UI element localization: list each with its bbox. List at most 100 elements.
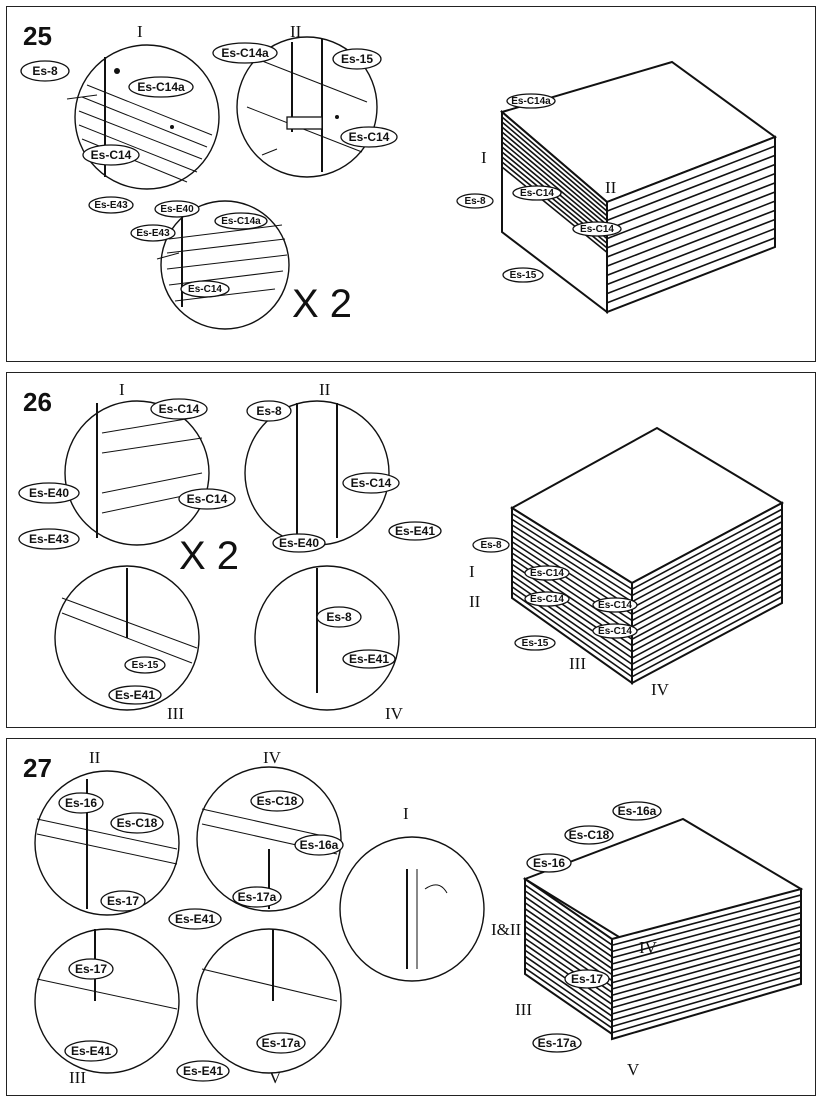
overview-label-i: I [469,562,475,581]
part-label-ese40: Es-E40 [18,482,80,504]
part-label-es16: Es-16 [58,792,104,814]
overview-label-ii: II [605,178,617,197]
svg-text:Es-8: Es-8 [256,404,282,418]
detail-label-i: I [119,380,125,399]
overview-label-es8: Es-8 [472,537,510,553]
step-27-panel: 27 II IV I III V Es-16 Es-C18 Es-17 Es-C… [6,738,816,1096]
shed-overview [499,60,778,315]
part-label-ese43: Es-E43 [88,196,134,214]
svg-text:Es-C18: Es-C18 [257,794,298,808]
svg-text:Es-E43: Es-E43 [94,200,128,211]
svg-text:Es-16a: Es-16a [618,804,657,818]
overview-label-esc14: Es-C14 [524,591,570,607]
detail-circle-iii [54,565,200,711]
part-label-ese40: Es-E40 [154,200,200,218]
detail-label-iii: III [69,1068,86,1087]
part-label-es15: Es-15 [124,656,166,674]
step-27-diagram: 27 II IV I III V Es-16 Es-C18 Es-17 Es-C… [23,748,804,1087]
overview-label-es15: Es-15 [514,635,556,651]
part-label-es8: Es-8 [20,60,70,82]
part-label-es8: Es-8 [316,606,362,628]
overview-label-iii: III [515,1000,532,1019]
part-label-ese43: Es-E43 [130,224,176,242]
step-25-panel: 25 I II Es-8 Es-C14a Es-C14 E [6,6,816,362]
svg-text:Es-8: Es-8 [464,196,486,207]
svg-text:Es-C14: Es-C14 [520,188,554,199]
svg-text:Es-8: Es-8 [480,540,502,551]
svg-text:Es-16a: Es-16a [300,838,339,852]
svg-text:Es-C14: Es-C14 [91,148,132,162]
svg-text:Es-E40: Es-E40 [29,486,69,500]
part-label-ese41: Es-E41 [64,1040,118,1062]
step-25-diagram: 25 I II Es-8 Es-C14a Es-C14 E [20,21,778,330]
part-label-esc14: Es-C14 [82,144,140,166]
svg-text:Es-C14: Es-C14 [188,284,222,295]
svg-text:Es-C14a: Es-C14a [221,216,261,227]
part-label-es15: Es-15 [332,48,382,70]
svg-text:Es-E43: Es-E43 [29,532,69,546]
svg-text:Es-C14: Es-C14 [598,600,632,611]
svg-text:Es-E43: Es-E43 [136,228,170,239]
step-number: 27 [23,753,52,783]
overview-label-esc18: Es-C18 [564,825,614,845]
overview-label-v: V [627,1060,640,1079]
svg-text:Es-C18: Es-C18 [569,828,610,842]
svg-text:Es-C14: Es-C14 [598,626,632,637]
svg-text:Es-E41: Es-E41 [115,688,155,702]
detail-label-ii: II [319,380,331,399]
detail-circle-iv [254,565,400,711]
svg-text:Es-8: Es-8 [326,610,352,624]
part-label-esc14a: Es-C14a [212,42,278,64]
part-label-es17: Es-17 [68,958,114,980]
part-label-esc14a: Es-C14a [128,76,194,98]
detail-circle-v [196,928,342,1074]
overview-label-ii: II [469,592,481,611]
step-number: 26 [23,387,52,417]
part-label-esc14a: Es-C14a [214,212,268,230]
part-label-esc14: Es-C14 [178,488,236,510]
detail-label-iv: IV [385,704,404,723]
detail-circle-i [66,44,220,190]
overview-label-iii: III [569,654,586,673]
detail-circle-ii [236,36,378,178]
overview-label-es15: Es-15 [502,267,544,283]
svg-text:Es-17a: Es-17a [262,1036,301,1050]
svg-text:Es-15: Es-15 [341,52,373,66]
svg-text:Es-C14: Es-C14 [530,594,564,605]
detail-circle-i [339,836,485,982]
svg-text:Es-C14a: Es-C14a [221,46,269,60]
overview-label-esc14: Es-C14 [572,221,622,237]
overview-label-es17a: Es-17a [532,1033,582,1053]
svg-text:Es-15: Es-15 [132,660,159,671]
overview-label-es17: Es-17 [564,969,610,989]
svg-text:Es-17: Es-17 [75,962,107,976]
svg-text:Es-E41: Es-E41 [175,912,215,926]
detail-label-i: I [403,804,409,823]
part-label-esc14: Es-C14 [342,472,400,494]
svg-text:Es-C14: Es-C14 [349,130,390,144]
part-label-ese41: Es-E41 [176,1060,230,1082]
multiplier-text: X 2 [179,534,239,578]
svg-text:Es-E40: Es-E40 [279,536,319,550]
svg-text:Es-E41: Es-E41 [395,524,435,538]
overview-label-i: I [481,148,487,167]
svg-text:Es-C18: Es-C18 [117,816,158,830]
part-label-ese41: Es-E41 [388,521,442,541]
detail-label-ii: II [290,22,302,41]
detail-label-iv: IV [263,748,282,767]
svg-text:Es-17a: Es-17a [238,890,277,904]
svg-text:Es-17: Es-17 [107,894,139,908]
part-label-esc18: Es-C18 [250,790,304,812]
svg-text:Es-E41: Es-E41 [349,652,389,666]
detail-label-ii: II [89,748,101,767]
step-26-panel: 26 I II III IV Es-C14 Es-E40 Es-C14 Es-E… [6,372,816,728]
svg-text:Es-C14: Es-C14 [187,492,228,506]
overview-label-esc14: Es-C14 [524,565,570,581]
overview-label-es16a: Es-16a [612,801,662,821]
part-label-ese41: Es-E41 [168,908,222,930]
svg-text:Es-16: Es-16 [533,856,565,870]
step-number: 25 [23,21,52,51]
part-label-ese43: Es-E43 [18,528,80,550]
part-label-es8: Es-8 [246,400,292,422]
overview-label-esc14: Es-C14 [512,185,562,201]
